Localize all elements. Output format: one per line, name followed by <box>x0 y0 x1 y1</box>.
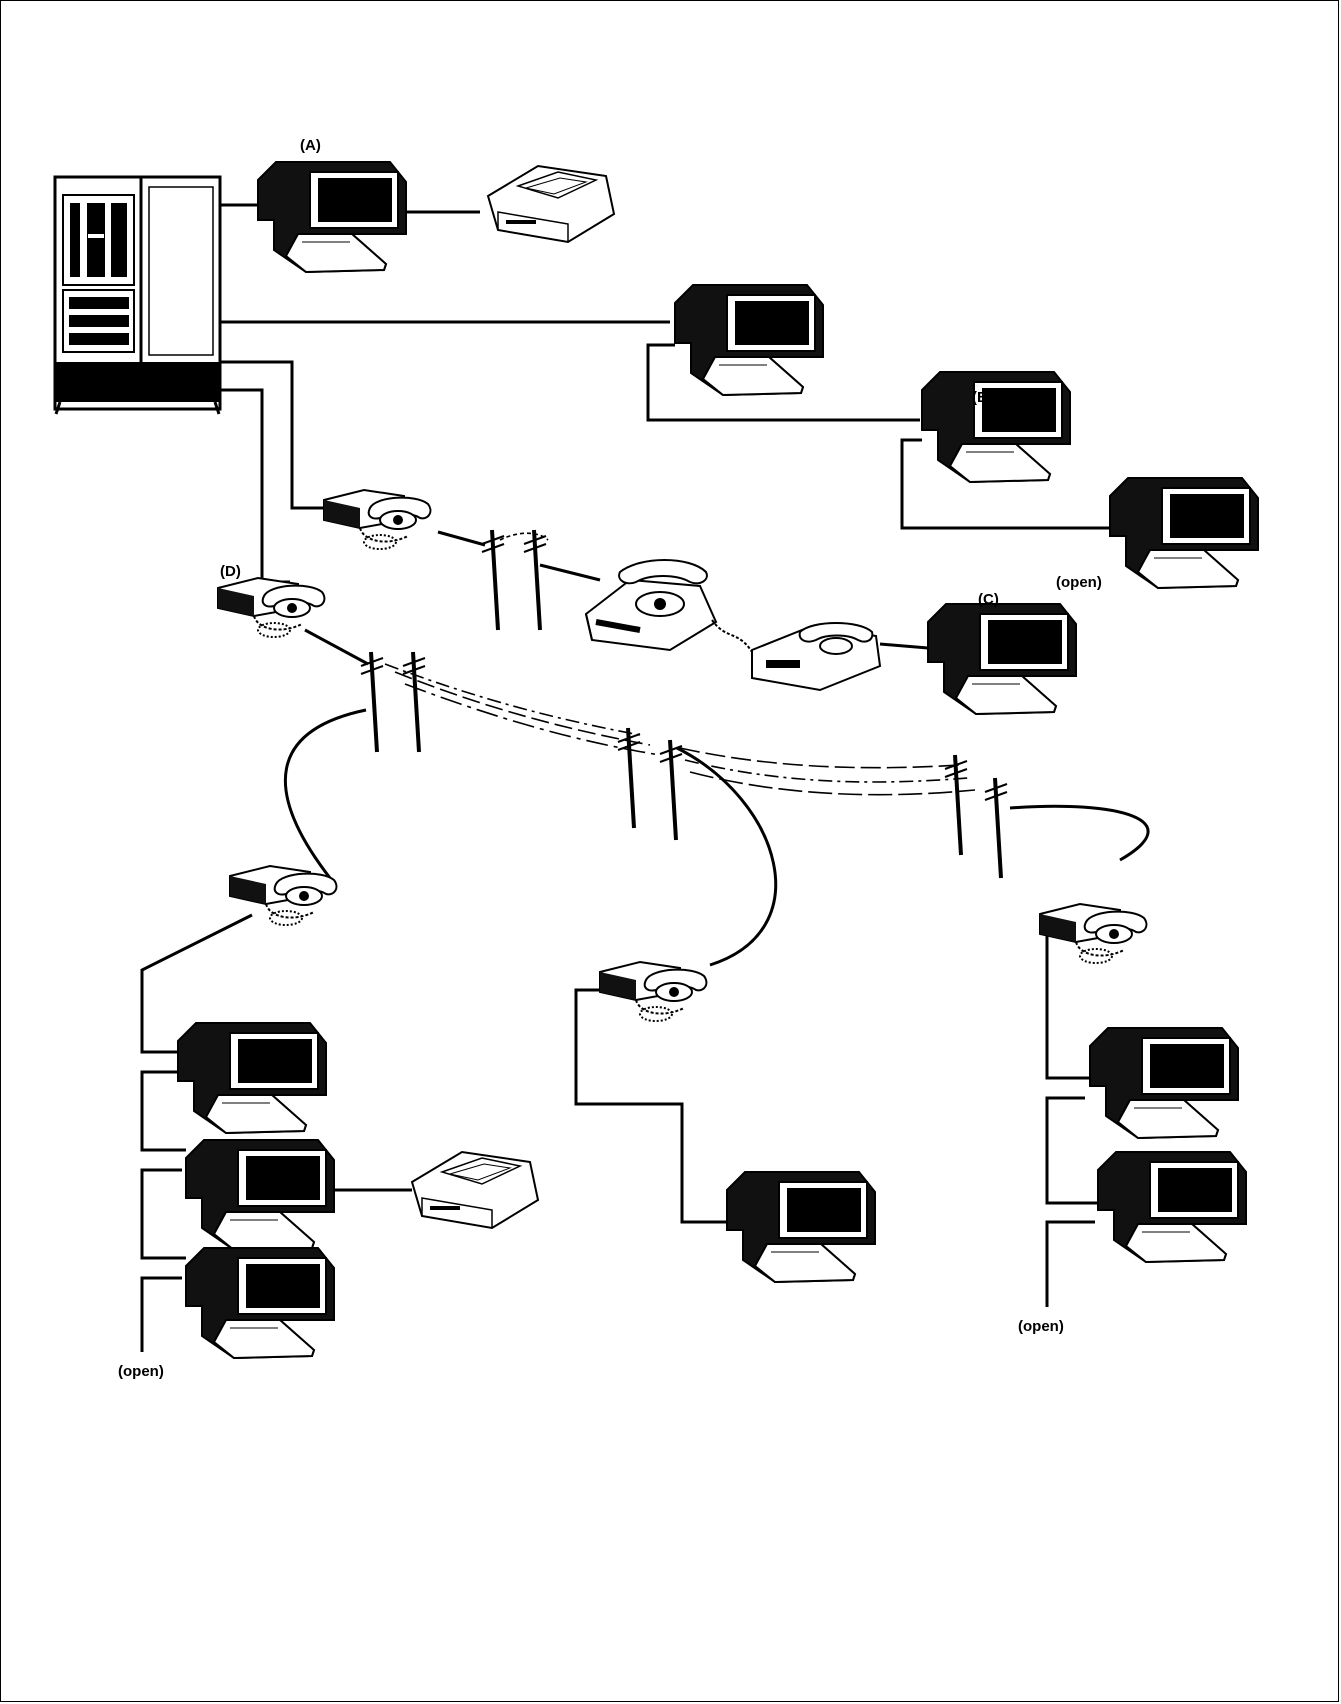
terminal-left-2 <box>186 1140 334 1250</box>
label-b: (B) <box>972 389 993 406</box>
terminal-a <box>258 162 406 272</box>
modem-host-1 <box>324 490 430 549</box>
printer-left <box>412 1152 538 1228</box>
modem-left <box>230 866 336 925</box>
modem-right <box>1040 904 1146 963</box>
label-open-b: (open) <box>1056 574 1102 591</box>
terminal-b <box>922 372 1070 482</box>
printer-a <box>488 166 614 242</box>
terminal-b-lower <box>1110 478 1258 588</box>
telephone-poles <box>361 530 1007 878</box>
terminal-c <box>928 604 1076 714</box>
terminal-right-2 <box>1098 1152 1246 1262</box>
terminal-left-1 <box>178 1023 326 1133</box>
label-d: (D) <box>220 563 241 580</box>
terminal-middle <box>727 1172 875 1282</box>
modem-d <box>218 578 324 637</box>
terminal-left-3 <box>186 1248 334 1358</box>
label-open-left: (open) <box>118 1363 164 1380</box>
desk-telephone <box>586 560 716 650</box>
terminal-b-upper <box>675 285 823 395</box>
coiled-cord <box>712 620 752 652</box>
label-a: (A) <box>300 137 321 154</box>
host-computer-cabinet <box>55 177 220 414</box>
label-open-right: (open) <box>1018 1318 1064 1335</box>
terminal-right-1 <box>1090 1028 1238 1138</box>
label-c: (C) <box>978 591 999 608</box>
acoustic-coupler <box>752 623 880 690</box>
modem-middle <box>600 962 706 1021</box>
